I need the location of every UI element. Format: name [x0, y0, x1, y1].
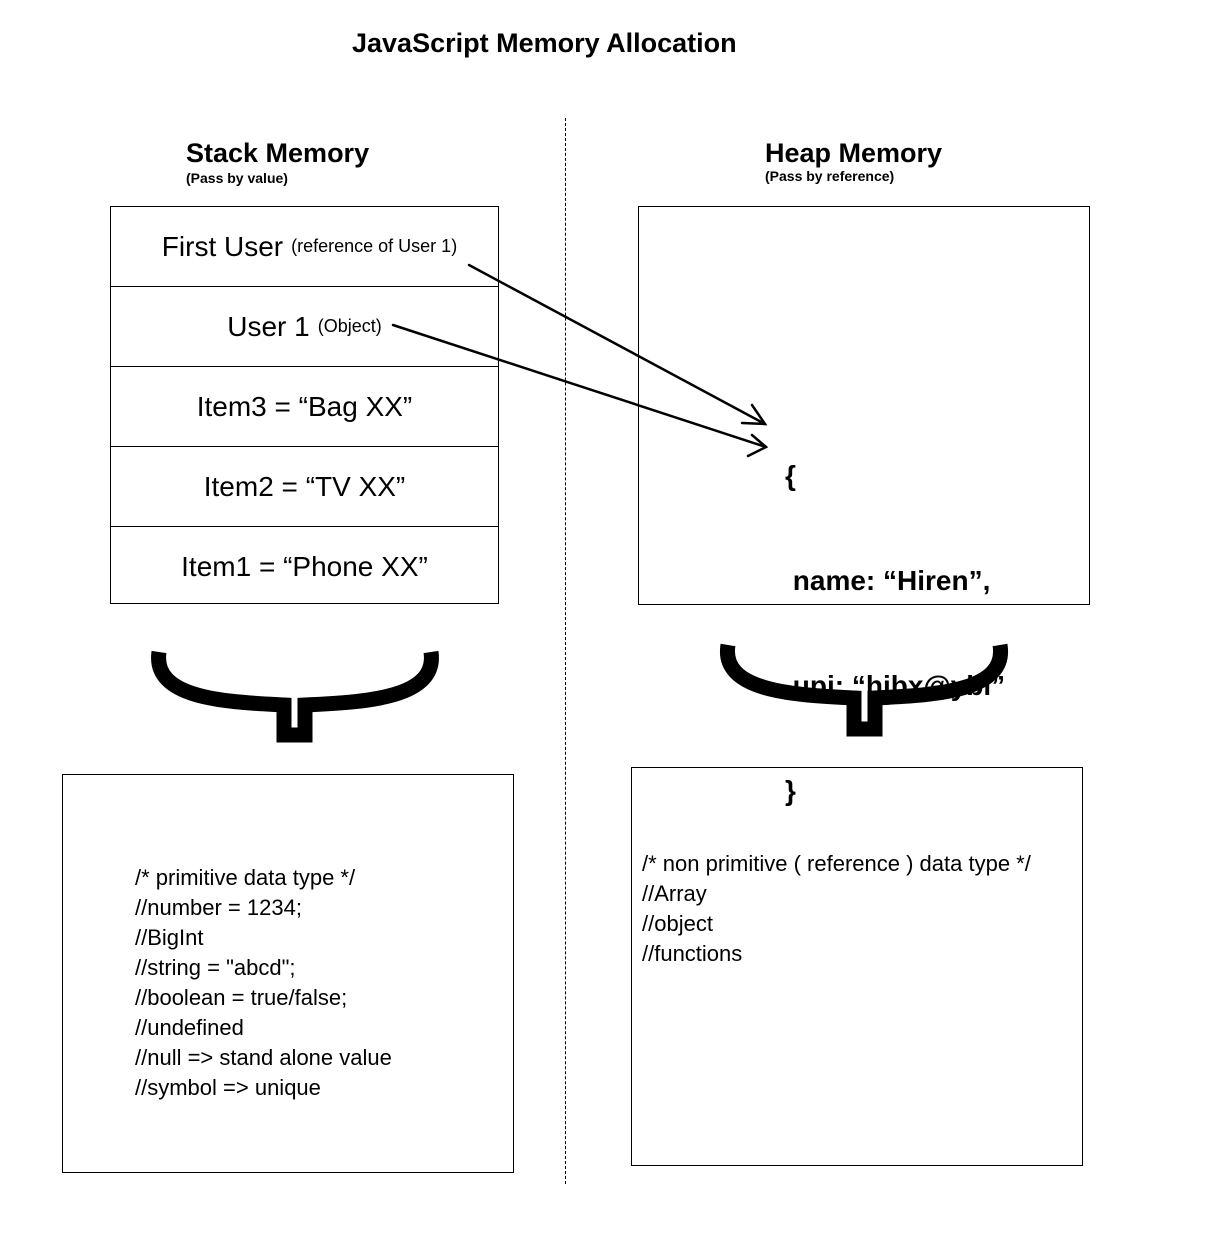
note-line: //null => stand alone value: [135, 1045, 392, 1070]
stack-cell-label: First User: [161, 230, 284, 262]
heap-curly-brace-icon: [720, 643, 1008, 737]
stack-subheading: (Pass by value): [186, 170, 288, 186]
arrowhead-icon: [740, 403, 768, 426]
note-line: /* primitive data type */: [135, 865, 356, 890]
note-line: //BigInt: [135, 925, 204, 950]
note-line: /* non primitive ( reference ) data type…: [642, 851, 1031, 876]
dashed-divider: [565, 118, 566, 1184]
note-line: //number = 1234;: [135, 895, 302, 920]
reference-arrow-first-user: [467, 263, 767, 426]
note-line: //object: [642, 911, 713, 936]
stack-cell-label: Item1 = “Phone XX”: [181, 551, 428, 582]
heap-object-line: }: [785, 775, 796, 806]
heap-heading: Heap Memory: [765, 138, 943, 168]
diagram-title: JavaScript Memory Allocation: [352, 28, 737, 58]
stack-cell-user-1: User 1 (Object): [111, 287, 498, 367]
stack-cell-item3: Item3 = “Bag XX”: [111, 367, 498, 447]
primitive-types-box: /* primitive data type */ //number = 123…: [62, 774, 514, 1173]
note-line: //string = "abcd";: [135, 955, 296, 980]
stack-memory-box: First User (reference of User 1) User 1 …: [110, 206, 499, 604]
arrowhead-icon: [746, 433, 769, 458]
stack-cell-item1: Item1 = “Phone XX”: [111, 527, 498, 607]
stack-cell-first-user: First User (reference of User 1): [111, 207, 498, 287]
stack-heading: Stack Memory: [186, 138, 370, 168]
stack-curly-brace-icon: [151, 650, 439, 743]
note-line: //boolean = true/false;: [135, 985, 348, 1010]
heap-object-line: {: [785, 460, 796, 491]
stack-cell-note: (Object): [317, 316, 382, 336]
heap-object-line: name: “Hiren”,: [785, 565, 991, 596]
stack-cell-label: Item2 = “TV XX”: [203, 470, 406, 502]
stack-cell-label: Item3 = “Bag XX”: [196, 390, 413, 422]
stack-cell-item2: Item2 = “TV XX”: [111, 447, 498, 527]
heap-subheading: (Pass by reference): [765, 168, 895, 184]
stack-cell-note: (reference of User 1): [291, 236, 458, 256]
reference-arrow-user-1: [391, 323, 768, 449]
stack-cell-label: User 1: [227, 310, 310, 342]
note-line: //symbol => unique: [135, 1075, 321, 1100]
note-line: //undefined: [135, 1015, 244, 1040]
reference-types-box: /* non primitive ( reference ) data type…: [631, 767, 1083, 1166]
note-line: //Array: [642, 881, 707, 906]
note-line: //functions: [642, 941, 743, 966]
